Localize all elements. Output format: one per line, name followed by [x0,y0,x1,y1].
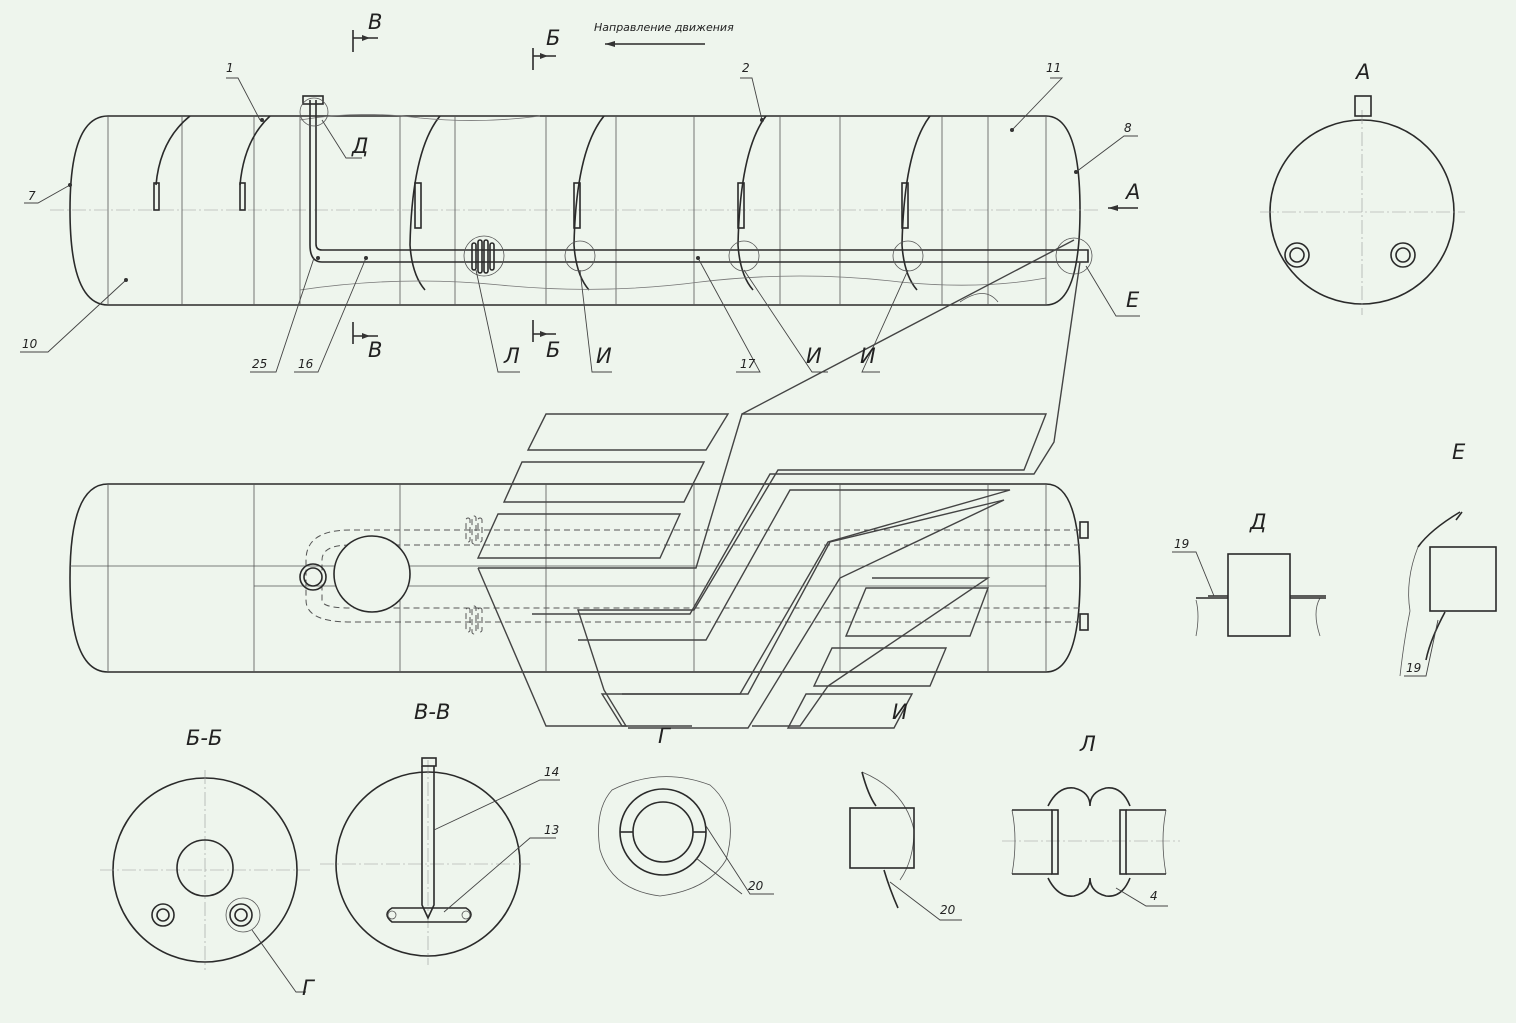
callout-i-1: И [596,344,612,368]
view-title-bb: Б-Б [186,726,223,750]
view-title-a: А [1356,60,1371,84]
part-2: 2 [742,61,750,75]
detail-l [1002,787,1180,907]
section-mark-v-top: В [368,10,383,34]
section-markers [352,30,1138,344]
part-1: 1 [226,61,234,75]
callout-l: Л [504,344,520,368]
callout-i-2: И [806,344,822,368]
part-14: 14 [544,765,560,779]
part-7: 7 [28,189,36,203]
direction-note: Направление движения [594,21,734,34]
callout-i-3: И [860,344,876,368]
part-13: 13 [544,823,560,837]
view-title-g: Г [658,724,670,748]
part-20-g: 20 [748,879,764,893]
section-vv [320,757,560,965]
view-a-end [1260,95,1465,315]
part-20-i: 20 [940,903,956,917]
section-mark-b-bottom: Б [546,338,561,362]
part-8: 8 [1124,121,1132,135]
view-title-i: И [892,700,908,724]
callout-d: Д [352,134,369,158]
section-mark-b-top: Б [546,26,561,50]
part-17: 17 [740,357,756,371]
part-19-d: 19 [1174,537,1190,551]
part-16: 16 [298,357,314,371]
part-19-e: 19 [1406,661,1422,675]
detail-i [849,771,962,921]
part-4: 4 [1150,889,1158,903]
arrow-a-label: А [1126,180,1141,204]
section-bb [100,770,310,993]
view-title-l: Л [1080,732,1096,756]
tank-plan-view [69,483,1089,673]
callout-g: Г [302,976,314,1000]
detail-d [1172,551,1326,637]
detail-e [1399,511,1497,677]
brand-logo-overlay [476,239,1081,729]
tank-side-view [50,95,1100,306]
view-title-e: Е [1452,440,1466,464]
part-11: 11 [1046,61,1062,75]
leaders-top [20,77,1140,373]
view-title-d: Д [1250,510,1267,534]
detail-g [598,776,774,897]
part-25: 25 [252,357,268,371]
section-mark-v-bottom: В [368,338,383,362]
view-title-vv: В-В [414,700,451,724]
callout-e: Е [1126,288,1140,312]
part-10: 10 [22,337,38,351]
